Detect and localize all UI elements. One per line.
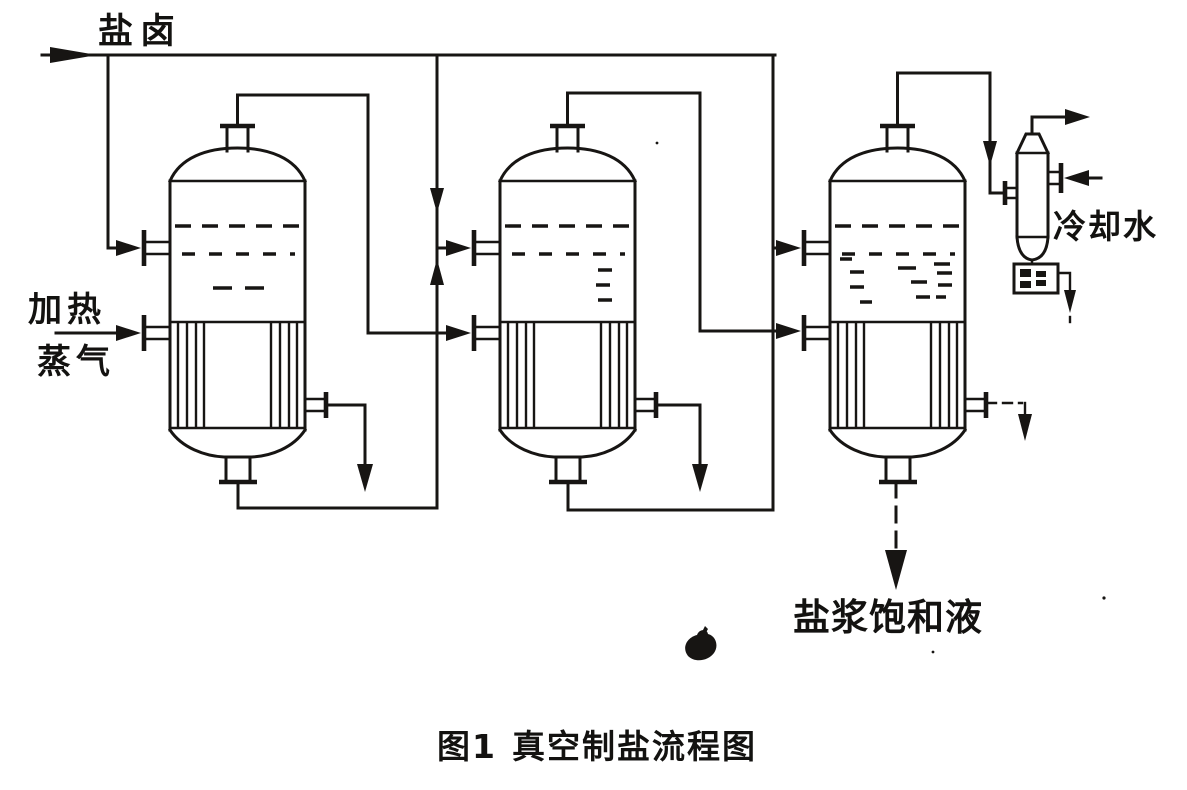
cooling-water-nozzle [1046,170,1062,186]
drain2-arrow [692,464,708,492]
evaporator-2 [474,126,656,482]
condensate-drain-2 [655,403,708,492]
caption-figure-no: 图1 [437,727,497,766]
evap3-extra-dashes [840,257,952,304]
vapor3-down-arrow [983,141,997,166]
vapor3-pipe [896,71,1005,195]
caption-title: 真空制盐流程图 [512,727,757,766]
seal-pot-outlet [1056,271,1072,294]
brine-inlet-arrow [50,47,97,63]
condensate-drain-3 [985,401,1032,441]
drain1-pipe [325,403,367,468]
riser1-up-arrow [430,259,444,285]
product-outlet-line [885,480,907,590]
product-arrow [885,550,907,590]
branch2-down-arrow [430,188,444,213]
brine-label: 盐卤 [98,12,182,52]
condenser-bottom-cone [1015,235,1050,262]
condenser-vapor-nozzle [1005,186,1019,200]
condenser-shell [1015,151,1050,239]
brine-branch1-arrow [116,240,141,256]
effect3-feed-arrow [776,240,801,256]
vapor-line-2to3 [566,91,801,339]
bottoms-2to3-line [566,480,775,512]
evaporator-3 [804,126,986,482]
figure-caption: 图1 真空制盐流程图 [437,727,757,766]
vapor-line-1to2 [236,93,471,341]
evaporator-1 [144,126,326,482]
seal-pot-mark [1020,281,1031,288]
drain2-pipe [655,403,702,468]
vapor1-pipe [236,93,448,335]
vent-arrow [1065,109,1090,125]
seal-pot-mark [1036,271,1046,277]
scan-speck [655,141,659,145]
evap2-extra-dashes [596,268,612,302]
seal-pot-arrow [1064,290,1076,313]
seal-pot-mark [1036,280,1046,286]
bottoms1-pipe [236,480,439,510]
cooling-water-arrow [1064,170,1089,186]
vapor1-arrow [446,325,471,341]
seal-pot [1012,258,1076,329]
heating-steam-line [54,325,141,341]
effect2-feed-arrow [446,240,471,256]
bottoms2-pipe [566,480,775,512]
scan-speck [1102,596,1106,600]
bottoms-1to2-line [236,480,439,510]
condensate-drain-1 [325,403,373,492]
seal-pot-body [1012,262,1060,295]
vapor-line-3tocondenser [896,71,1005,195]
vapor2-arrow [776,323,801,339]
brine-branch1-pipe [106,53,120,250]
product-label: 盐浆饱和液 [793,596,983,639]
steam-arrow [116,325,141,341]
cooling-water-label: 冷却水 [1053,207,1158,246]
ink-smudge [685,626,717,661]
drain3-arrow [1018,414,1032,441]
vapor2-pipe [566,91,778,333]
heating-steam-label-line2: 蒸气 [37,342,115,382]
barometric-condenser [1002,109,1103,262]
brine-feed-line [40,47,801,512]
heating-steam-label-line1: 加热 [28,290,106,330]
vent-pipe [1030,115,1067,135]
seal-pot-mark [1020,269,1031,277]
scan-speck [931,650,935,654]
condenser-top-cone [1015,132,1050,155]
drain1-arrow [357,464,373,492]
